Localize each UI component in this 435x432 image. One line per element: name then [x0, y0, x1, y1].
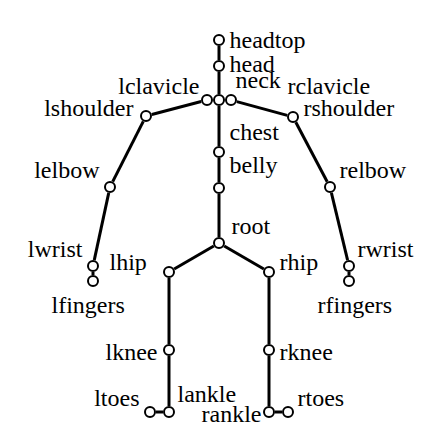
bone-line [224, 246, 264, 269]
bone-line [296, 122, 327, 181]
joint-circle: lshoulder [140, 110, 152, 122]
joint-label: rtoes [298, 388, 345, 408]
joint-label: belly [230, 155, 278, 175]
joint-circle: rshoulder [287, 111, 299, 123]
bone-line [94, 193, 108, 260]
joint-label: lelbow [34, 160, 99, 180]
joint-label: rclavicle [288, 76, 371, 96]
joint-label: rknee [280, 342, 333, 362]
bone-line [275, 411, 282, 414]
joint-circle: chest [213, 146, 225, 158]
bone-line [268, 356, 271, 406]
joint-circle: lelbow [104, 181, 116, 193]
joint-label: rshoulder [304, 98, 395, 118]
joint-label: relbow [340, 160, 407, 180]
joint-label: neck [236, 70, 281, 90]
bone-line [218, 46, 221, 60]
bone-line [156, 411, 163, 414]
joint-circle: lhip [163, 266, 175, 278]
bone-line [218, 194, 221, 237]
joint-label: lhip [110, 252, 147, 272]
joint-circle: belly [213, 182, 225, 194]
bone-line [218, 72, 221, 94]
joint-label: rfingers [318, 295, 393, 315]
bone-line [268, 278, 271, 344]
joint-circle: rfingers [343, 275, 355, 287]
joint-circle: rankle [263, 406, 275, 418]
joint-circle: lwrist [87, 260, 99, 272]
joint-label: lfingers [52, 295, 125, 315]
joint-label: lwrist [28, 239, 83, 259]
joint-circle: rtoes [282, 406, 294, 418]
bone-line [237, 102, 287, 116]
bone-line [113, 121, 144, 181]
joint-circle: rwrist [343, 260, 355, 272]
joint-circle: rclavicle [225, 94, 237, 106]
joint-circle: lclavicle [201, 94, 213, 106]
bone-line [218, 158, 221, 182]
joint-circle: neck [213, 94, 225, 106]
joint-label: lclavicle [118, 76, 199, 96]
joint-label: rwrist [358, 239, 414, 259]
joint-circle: rknee [263, 344, 275, 356]
joint-circle: root [213, 237, 225, 249]
bone-line [218, 106, 221, 146]
bone-line [174, 246, 214, 269]
joint-label: chest [230, 122, 279, 142]
bone-line [168, 278, 171, 344]
joint-circle: lankle [163, 406, 175, 418]
joint-circle: rhip [263, 266, 275, 278]
joint-label: root [232, 216, 271, 236]
bone-line [331, 193, 347, 260]
joint-label: ltoes [94, 388, 139, 408]
joint-circle: lknee [163, 344, 175, 356]
joint-label: rhip [280, 252, 319, 272]
joint-label: lshoulder [44, 98, 133, 118]
joint-label: lankle [178, 384, 237, 404]
joint-label: rankle [202, 404, 262, 424]
joint-circle: head [213, 60, 225, 72]
joint-circle: ltoes [144, 406, 156, 418]
joint-circle: relbow [324, 181, 336, 193]
joint-label: headtop [230, 30, 306, 50]
bone-line [152, 102, 201, 115]
joint-label: lknee [106, 342, 158, 362]
joint-circle: lfingers [87, 275, 99, 287]
bone-line [168, 356, 171, 406]
joint-circle: headtop [213, 34, 225, 46]
